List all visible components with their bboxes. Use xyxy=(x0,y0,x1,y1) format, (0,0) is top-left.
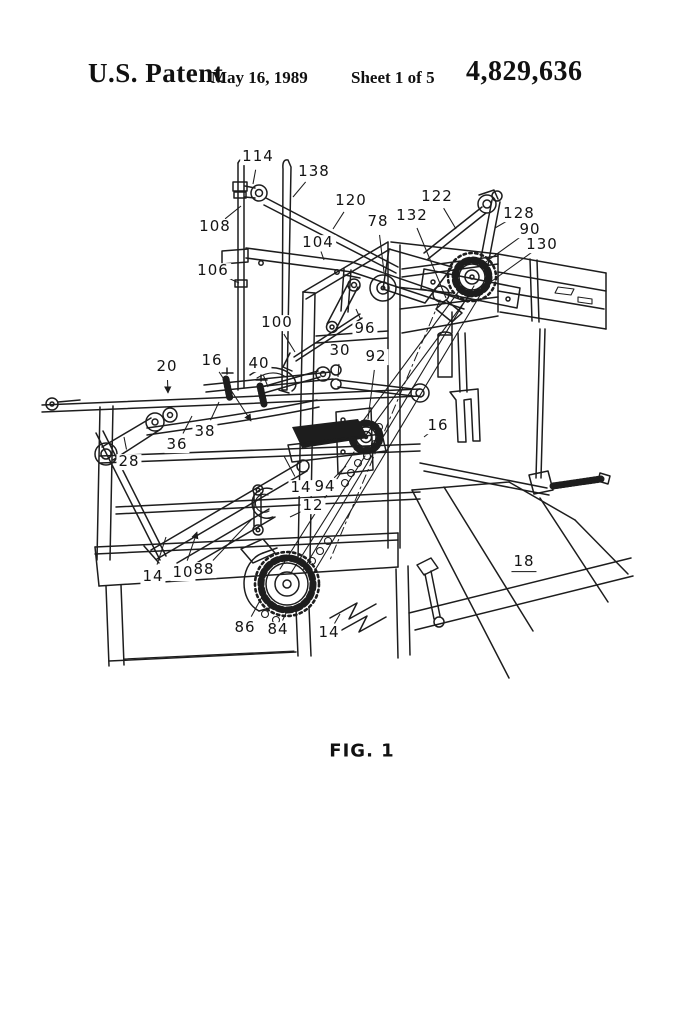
leader-line-38 xyxy=(210,401,220,421)
lower-sprocket xyxy=(240,536,333,625)
ref-label-130: 130 xyxy=(524,235,560,254)
ref-label-138: 138 xyxy=(296,162,332,181)
upper-sprocket xyxy=(446,251,498,303)
center-linkage xyxy=(282,268,430,403)
ref-label-78: 78 xyxy=(365,212,391,231)
leader-line-120 xyxy=(332,211,345,230)
ref-label-84: 84 xyxy=(265,620,291,639)
ref-label-36: 36 xyxy=(164,435,190,454)
figure-caption: FIG. 1 xyxy=(329,740,395,762)
ref-label-86: 86 xyxy=(232,618,258,637)
ref-label-100: 100 xyxy=(259,313,295,332)
ref-label-88: 88 xyxy=(191,560,217,579)
upper-right-arm-assembly xyxy=(420,189,521,309)
upper-left-rod-assembly xyxy=(221,158,469,394)
right-rail-panel xyxy=(419,253,611,496)
ref-label-16: 16 xyxy=(199,351,225,370)
leader-line-104 xyxy=(320,251,325,261)
leader-line-84 xyxy=(282,610,288,621)
leader-line-92 xyxy=(367,369,375,420)
discharge-chute xyxy=(408,481,634,679)
patent-header-date: May 16, 1989 xyxy=(211,68,308,87)
ref-label-14: 14 xyxy=(288,478,314,497)
ref-label-106: 106 xyxy=(195,261,231,280)
leader-line-12 xyxy=(289,511,302,518)
leader-line-88 xyxy=(212,518,253,561)
ref-label-38: 38 xyxy=(192,422,218,441)
leader-line-28 xyxy=(123,436,128,450)
leader-line-14 xyxy=(334,613,341,624)
leader-line-78 xyxy=(379,234,385,273)
leader-line-86 xyxy=(250,594,264,617)
leader-line-122 xyxy=(443,207,457,230)
leader-line-14 xyxy=(156,536,167,565)
ref-label-114: 114 xyxy=(240,147,276,166)
leader-line-96 xyxy=(355,308,361,320)
ref-label-10: 10 xyxy=(170,563,196,582)
ref-label-28: 28 xyxy=(116,452,142,471)
leader-line-100 xyxy=(283,333,296,353)
left-table-assembly xyxy=(41,364,421,572)
ref-label-132: 132 xyxy=(394,206,430,225)
leader-line-10 xyxy=(186,531,199,561)
ref-label-122: 122 xyxy=(419,187,455,206)
ref-label-20: 20 xyxy=(154,357,180,376)
leader-line-130 xyxy=(491,252,532,282)
ref-label-14: 14 xyxy=(316,623,342,642)
ref-label-14: 14 xyxy=(140,567,166,586)
leader-line-108 xyxy=(224,205,242,220)
leader-line-30 xyxy=(337,363,340,378)
machine-linework xyxy=(41,158,634,679)
ref-label-104: 104 xyxy=(300,233,336,252)
ref-label-40: 40 xyxy=(246,354,272,373)
leader-line-16 xyxy=(218,371,252,422)
ref-label-94: 94 xyxy=(312,477,338,496)
patent-header-title: U.S. Patent xyxy=(88,58,224,88)
ref-label-128: 128 xyxy=(501,204,537,223)
patent-header-sheet: Sheet 1 of 5 xyxy=(351,68,435,87)
leader-line-94 xyxy=(333,465,347,479)
leader-line-14 xyxy=(283,455,296,477)
ref-label-16: 16 xyxy=(425,416,451,435)
leader-line-138 xyxy=(292,181,307,198)
drive-chain xyxy=(279,285,483,578)
leader-line-114 xyxy=(252,169,257,185)
ref-label-18: 18 xyxy=(511,552,537,572)
ref-label-92: 92 xyxy=(363,347,389,366)
leader-line-20 xyxy=(164,379,172,394)
ref-label-30: 30 xyxy=(327,341,353,360)
leader-line-132 xyxy=(416,227,447,299)
leader-line-36 xyxy=(182,415,193,434)
patent-header-number: 4,829,636 xyxy=(466,56,583,87)
ref-label-90: 90 xyxy=(517,220,543,239)
fork-assembly xyxy=(437,311,481,443)
leader-line-90 xyxy=(482,237,520,265)
ref-label-108: 108 xyxy=(197,217,233,236)
leader-line-40 xyxy=(263,375,269,388)
base-frame xyxy=(94,532,411,667)
ref-label-96: 96 xyxy=(352,319,378,338)
ref-label-120: 120 xyxy=(333,191,369,210)
ref-label-12: 12 xyxy=(300,496,326,515)
